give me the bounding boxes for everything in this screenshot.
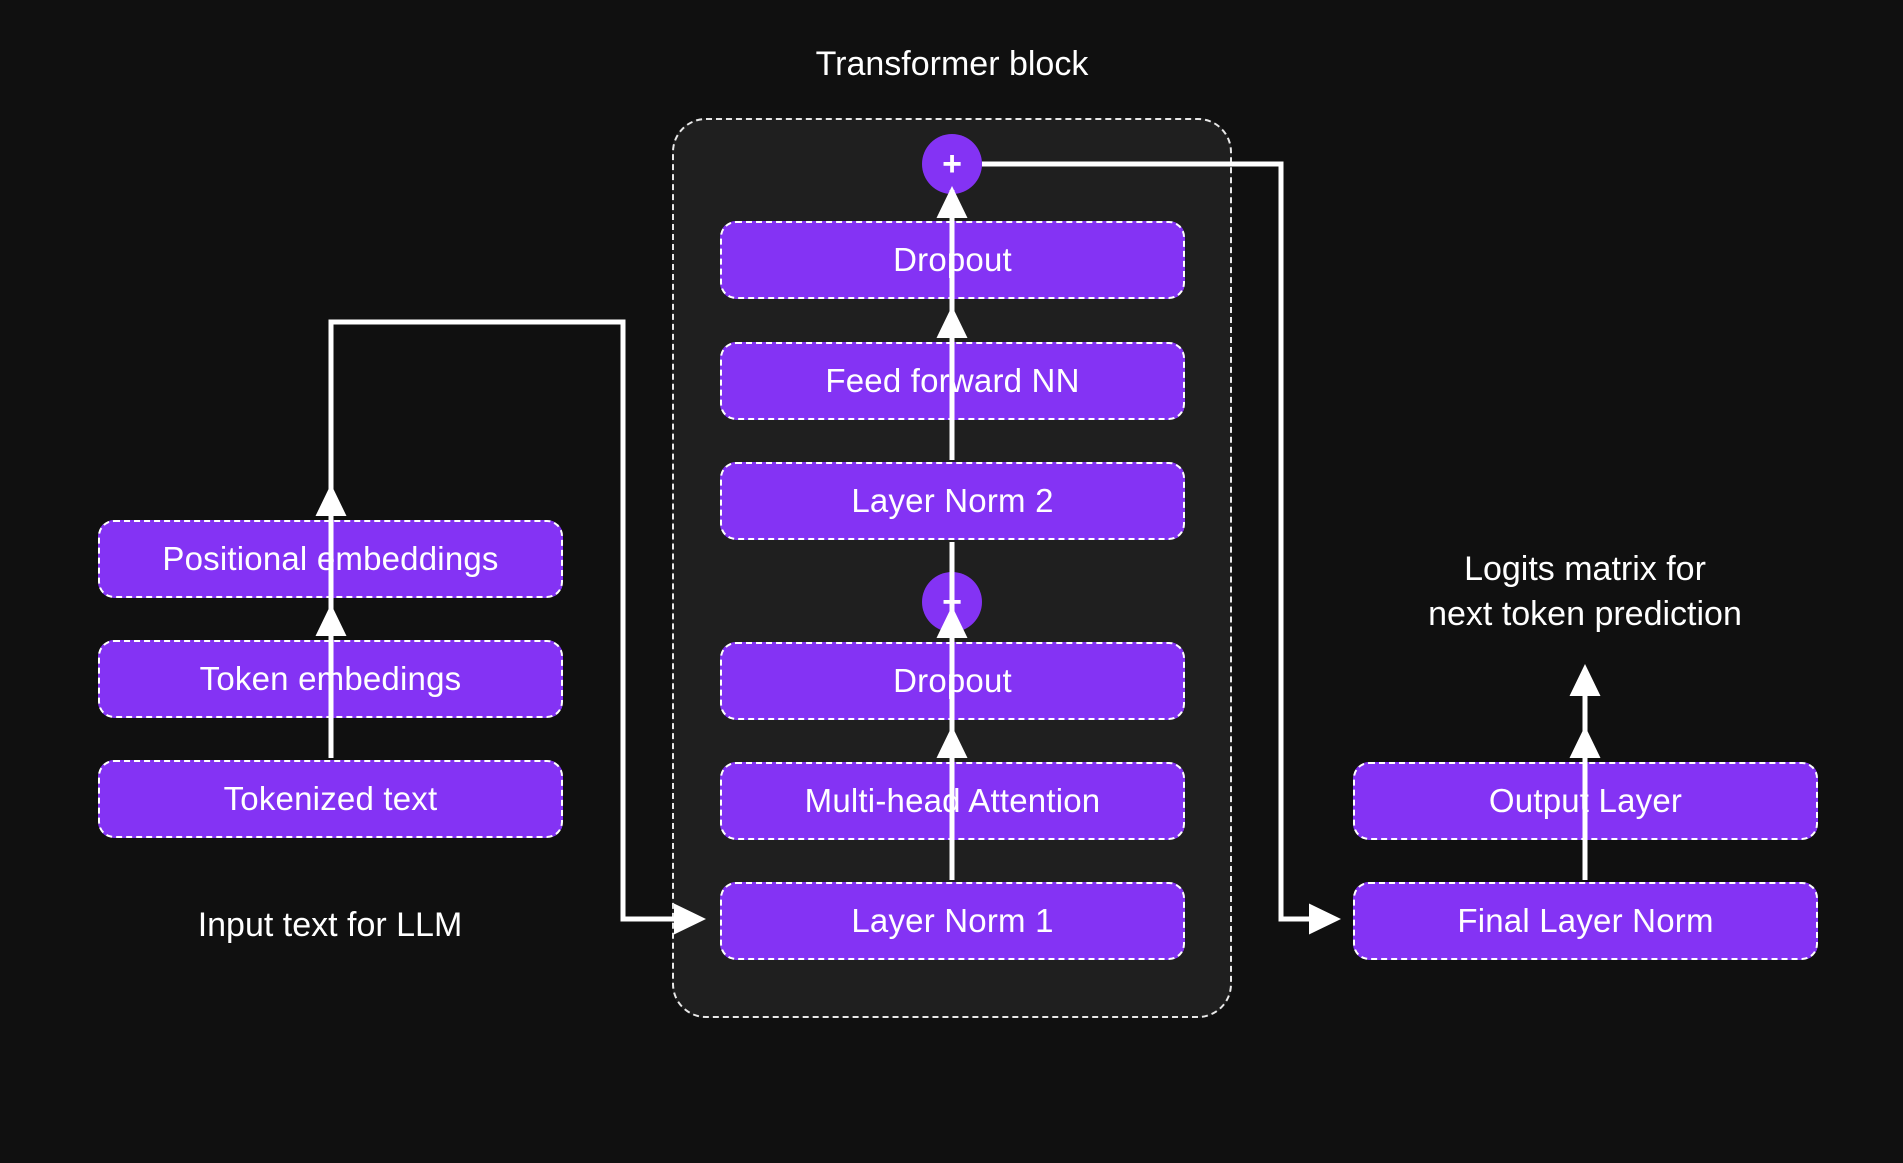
node-layer-norm-1[interactable]: Layer Norm 1 <box>720 882 1185 960</box>
transformer-block-title: Transformer block <box>815 45 1089 83</box>
node-dropout-2[interactable]: Dropout <box>720 221 1185 299</box>
residual-add-2[interactable]: + <box>922 134 982 194</box>
residual-add-1[interactable]: + <box>922 572 982 632</box>
input-stage-caption: Input text for LLM <box>197 906 463 944</box>
node-final-layer-norm[interactable]: Final Layer Norm <box>1353 882 1818 960</box>
node-output-layer[interactable]: Output Layer <box>1353 762 1818 840</box>
node-tokenized-text[interactable]: Tokenized text <box>98 760 563 838</box>
node-token-embeddings[interactable]: Token embedings <box>98 640 563 718</box>
node-feed-forward-nn[interactable]: Feed forward NN <box>720 342 1185 420</box>
node-dropout-1[interactable]: Dropout <box>720 642 1185 720</box>
output-stage-caption: Logits matrix for next token prediction <box>1428 550 1742 633</box>
node-positional-embeddings[interactable]: Positional embeddings <box>98 520 563 598</box>
node-multi-head-attention[interactable]: Multi-head Attention <box>720 762 1185 840</box>
node-layer-norm-2[interactable]: Layer Norm 2 <box>720 462 1185 540</box>
